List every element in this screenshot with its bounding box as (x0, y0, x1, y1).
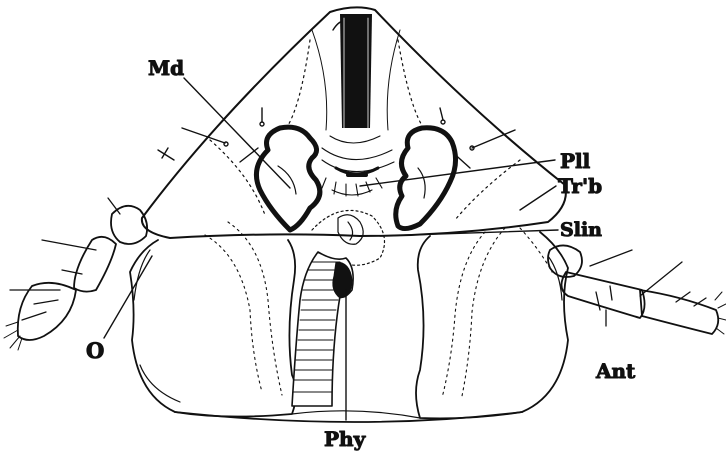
left-antenna-setae (10, 198, 120, 320)
head-bottom-edge (175, 411, 522, 422)
right-antenna (548, 245, 726, 334)
label-pll: Pll (560, 149, 591, 173)
label-ant: Ant (595, 359, 636, 383)
left-mandible (256, 127, 319, 230)
median-dark-band (312, 14, 400, 130)
left-head-capsule (130, 240, 296, 417)
pharynx (292, 252, 353, 406)
label-phy: Phy (324, 427, 367, 451)
label-o: O (86, 338, 104, 363)
label-slin: Slin (560, 219, 602, 241)
right-antenna-setae (590, 250, 706, 326)
left-capsule-dotted-outline (205, 222, 282, 395)
right-head-capsule (416, 232, 568, 418)
left-antenna (4, 206, 147, 350)
right-capsule-dotted-outline (442, 228, 552, 398)
label-md: Md (148, 56, 184, 80)
trb-leader (520, 186, 556, 210)
right-mandible (396, 128, 456, 229)
label-trb: Tr'b (558, 174, 602, 198)
palatum-hairs (322, 136, 394, 196)
o-leader (104, 256, 152, 338)
